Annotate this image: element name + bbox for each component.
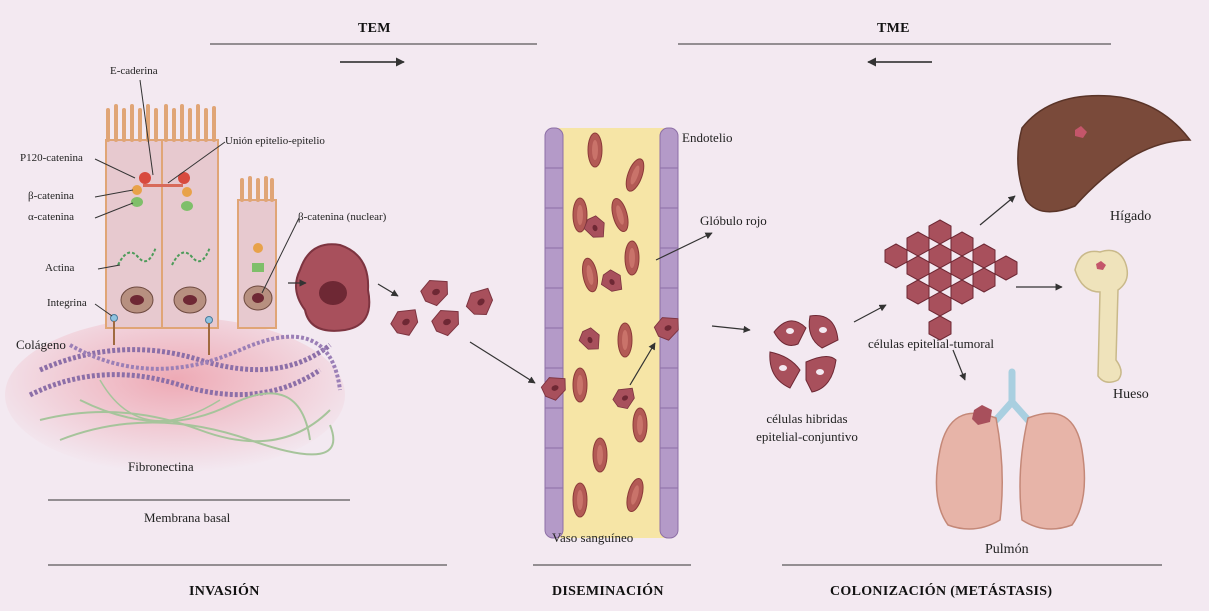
label-membrana-basal: Membrana basal xyxy=(144,511,230,524)
label-epitelial-tumoral: células epitelial-tumoral xyxy=(868,337,994,350)
label-endotelio: Endotelio xyxy=(682,131,733,144)
label-globulo-rojo: Glóbulo rojo xyxy=(700,214,767,227)
mesenchymal-tumor-cell xyxy=(296,244,369,331)
colonizacion-heading: COLONIZACIÓN (METÁSTASIS) xyxy=(830,584,1052,600)
label-vaso-sanguineo: Vaso sanguíneo xyxy=(552,531,633,544)
label-fibronectina: Fibronectina xyxy=(128,460,194,473)
hybrid-cell-cluster xyxy=(770,316,838,393)
epithelial-tumor-cluster xyxy=(885,220,1017,340)
label-b-catenina: β-catenina xyxy=(28,191,74,202)
label-union: Unión epitelio-epitelio xyxy=(225,136,325,147)
tme-heading: TME xyxy=(877,21,910,37)
migrating-cells xyxy=(387,275,500,340)
label-integrina: Integrina xyxy=(47,298,87,309)
diseminacion-heading: DISEMINACIÓN xyxy=(552,584,664,600)
bone-illustration xyxy=(1075,250,1127,382)
lungs-illustration xyxy=(936,372,1084,529)
label-hibridas-1: células hibridas xyxy=(757,412,857,425)
label-p120: P120-catenina xyxy=(20,153,83,164)
label-b-catenina-nuclear: β-catenina (nuclear) xyxy=(298,212,386,223)
label-hibridas-2: epitelial-conjuntivo xyxy=(742,430,872,443)
blood-vessel xyxy=(539,128,684,538)
liver-illustration xyxy=(1018,96,1190,212)
label-hueso: Hueso xyxy=(1113,388,1149,402)
label-e-caderina: E-caderina xyxy=(110,66,158,77)
label-pulmon: Pulmón xyxy=(985,543,1029,557)
label-higado: Hígado xyxy=(1110,210,1151,224)
invasion-heading: INVASIÓN xyxy=(189,584,260,600)
label-colageno: Colágeno xyxy=(16,338,66,351)
label-actina: Actina xyxy=(45,263,74,274)
tem-heading: TEM xyxy=(358,21,391,37)
label-a-catenina: α-catenina xyxy=(28,212,74,223)
